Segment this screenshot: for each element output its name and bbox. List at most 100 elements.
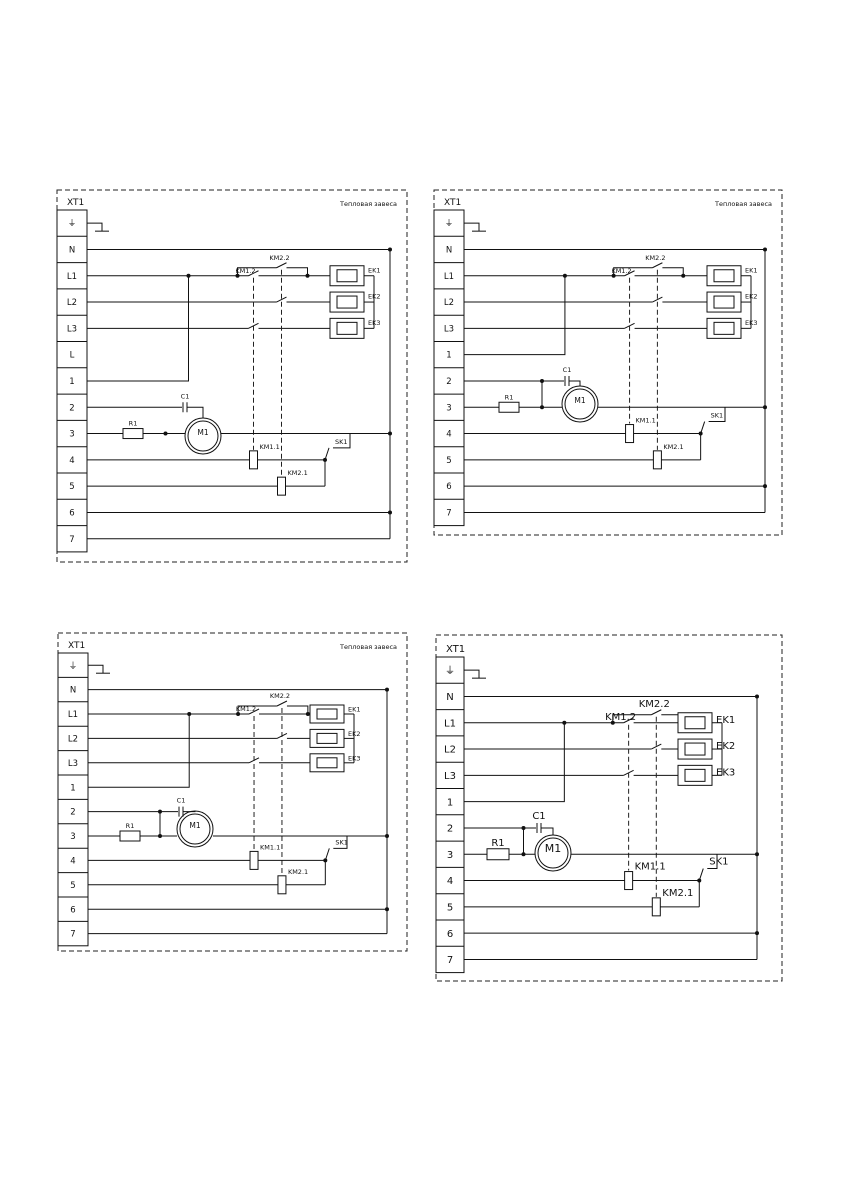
junction-dot xyxy=(763,247,767,252)
km22-contact-l2 xyxy=(276,296,287,303)
terminal-9: 4 xyxy=(447,876,453,887)
junction-dot xyxy=(521,825,526,830)
terminal-9: 4 xyxy=(446,430,451,440)
motor-m1 xyxy=(187,420,219,452)
enclosure-title: Тепловая завеса xyxy=(714,200,772,208)
sk1-switch xyxy=(700,421,706,434)
terminal-4: L2 xyxy=(444,298,454,308)
label-c1: C1 xyxy=(532,811,545,822)
junction-dot xyxy=(763,405,767,410)
label-km11: KM1.1 xyxy=(635,862,666,873)
terminal-10: 5 xyxy=(447,902,453,913)
label-c1: C1 xyxy=(563,366,572,374)
label-km21: KM2.1 xyxy=(662,888,693,899)
label-km21: KM2.1 xyxy=(663,443,683,451)
enclosure-border xyxy=(435,634,783,982)
heater-ek2 xyxy=(329,291,365,313)
label-sk1: SK1 xyxy=(335,438,348,446)
terminal-12: 7 xyxy=(447,955,453,966)
terminal-11: 6 xyxy=(70,905,75,915)
wiring-diagram-3: Тепловая завесаXT1⏚NL1L2L31234567EK1EK2E… xyxy=(57,632,408,952)
terminal-6: L xyxy=(70,351,75,361)
km22-contact-l2 xyxy=(651,743,662,750)
terminal-2: N xyxy=(69,246,75,256)
wiring-diagram-4: XT1⏚NL1L2L31234567EK1EK2EK3KM2.2KM1.2M1R… xyxy=(435,634,783,982)
terminal-8: 3 xyxy=(446,403,451,413)
label-ek3: EK3 xyxy=(716,767,735,778)
heater-ek2 xyxy=(706,291,742,313)
coil-km11 xyxy=(624,871,634,891)
label-km22: KM2.2 xyxy=(269,254,289,262)
terminal-7: 2 xyxy=(446,377,451,387)
label-ek2: EK2 xyxy=(716,741,735,752)
label-m1: M1 xyxy=(545,842,562,855)
junction-dot xyxy=(388,247,392,252)
label-km12: KM1.2 xyxy=(611,267,631,275)
terminal-8: 3 xyxy=(70,832,75,842)
terminal-11: 5 xyxy=(69,482,74,492)
label-sk1: SK1 xyxy=(335,838,348,846)
km22-branch xyxy=(612,714,652,723)
terminal-7: 2 xyxy=(447,824,453,835)
enclosure-border xyxy=(433,189,783,536)
terminal-3: L1 xyxy=(67,272,77,282)
junction-dot xyxy=(385,687,389,692)
sk1-to-return xyxy=(333,433,351,449)
label-sk1: SK1 xyxy=(709,857,728,868)
terminal-11: 6 xyxy=(447,929,453,940)
label-r1: R1 xyxy=(126,822,135,830)
sk1-to-return xyxy=(707,854,718,870)
coil-km21 xyxy=(277,476,286,496)
terminal-2: N xyxy=(446,692,453,703)
junction-dot xyxy=(388,431,392,436)
terminal-1-feed xyxy=(88,714,190,788)
terminal-strip-label: XT1 xyxy=(67,198,84,208)
heater-ek1 xyxy=(309,704,345,724)
junction-dot xyxy=(755,931,759,936)
km22-branch xyxy=(286,705,309,714)
enclosure-title: Тепловая завеса xyxy=(339,200,397,208)
label-c1: C1 xyxy=(181,392,190,400)
capacitor-to-motor xyxy=(569,380,581,386)
heater-ek1 xyxy=(677,712,713,734)
terminal-11: 6 xyxy=(446,482,451,492)
heater-ek1 xyxy=(706,265,742,287)
terminal-12: 7 xyxy=(70,930,75,940)
heater-ek3 xyxy=(309,753,345,773)
motor-m1 xyxy=(564,388,596,420)
enclosure-border xyxy=(56,189,408,563)
km22-contact xyxy=(652,262,663,269)
terminal-4: L2 xyxy=(68,734,78,744)
terminal-6: 1 xyxy=(446,351,451,361)
junction-dot xyxy=(163,431,168,436)
terminal-12: 6 xyxy=(69,509,74,519)
label-km22: KM2.2 xyxy=(270,692,290,700)
resistor-r1 xyxy=(122,428,144,440)
km22-branch xyxy=(237,705,277,714)
terminal-1: ⏚ xyxy=(69,661,78,671)
junction-dot xyxy=(755,694,759,699)
terminal-8: 2 xyxy=(69,403,74,413)
label-km12: KM1.2 xyxy=(605,712,636,723)
terminal-3: L1 xyxy=(444,718,456,729)
terminal-7: 2 xyxy=(70,808,75,818)
km22-contact xyxy=(276,262,287,269)
junction-dot xyxy=(540,378,544,383)
ground-wire xyxy=(464,669,480,679)
resistor-r1 xyxy=(486,848,510,861)
heater-ek2 xyxy=(677,738,713,760)
label-sk1: SK1 xyxy=(711,412,724,420)
terminal-strip-label: XT1 xyxy=(446,644,465,655)
capacitor-to-motor xyxy=(541,827,554,835)
terminal-1-feed xyxy=(464,722,565,803)
terminal-6: 1 xyxy=(447,797,453,808)
terminal-strip-label: XT1 xyxy=(444,198,461,208)
terminal-1: ⏚ xyxy=(445,665,455,677)
terminal-5: L3 xyxy=(444,771,456,782)
terminal-8: 3 xyxy=(447,850,453,861)
km22-contact-l2 xyxy=(652,296,663,303)
label-m1: M1 xyxy=(189,821,200,830)
terminal-2: N xyxy=(446,246,452,256)
